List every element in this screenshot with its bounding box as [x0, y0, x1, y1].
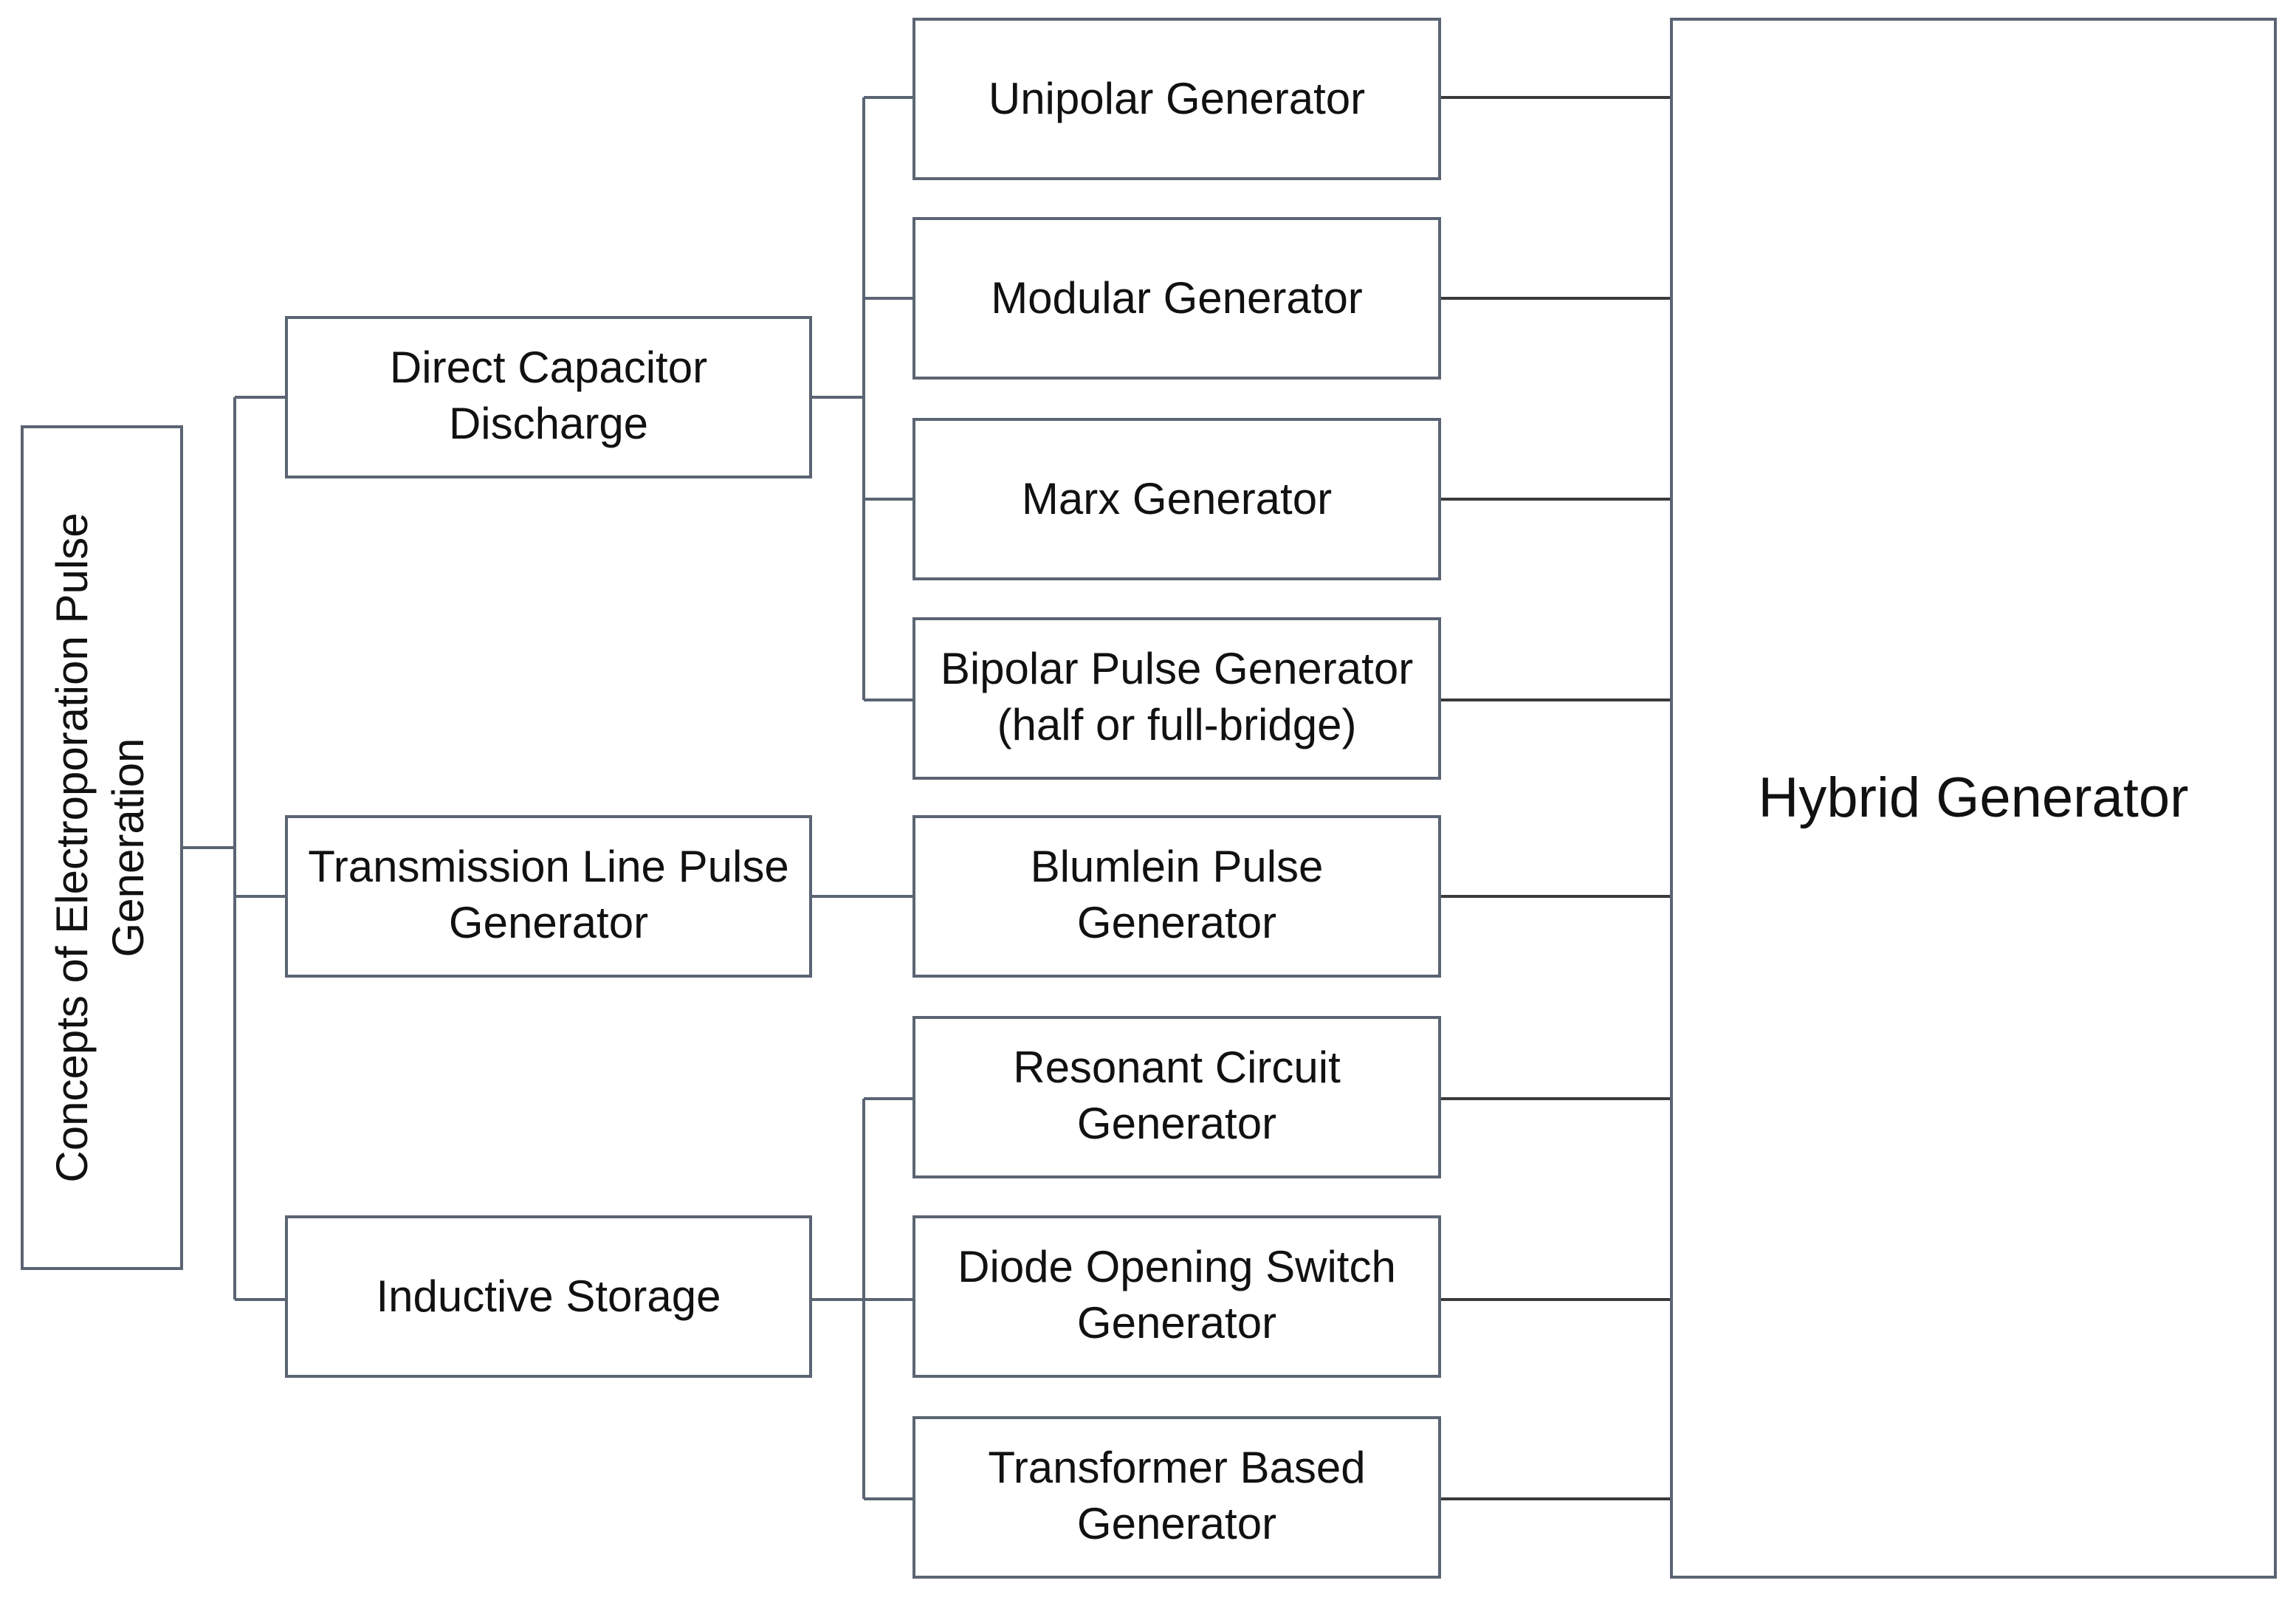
root-box	[21, 425, 183, 1270]
generator-label: Marx Generator	[1022, 474, 1332, 524]
root-label-line2: Generation	[103, 738, 153, 958]
category-label: Inductive Storage	[377, 1271, 721, 1321]
hybrid-generator-box	[1670, 18, 2277, 1579]
generator-label: Diode Opening Switch	[958, 1242, 1396, 1291]
category-label: Transmission Line Pulse	[308, 842, 788, 891]
category-label: Generator	[449, 898, 648, 947]
category-inductive-storage: Inductive Storage	[285, 1215, 812, 1378]
category-label: Discharge	[449, 399, 648, 448]
generator-label: Blumlein Pulse	[1031, 842, 1324, 891]
generator-label: Resonant Circuit	[1013, 1043, 1341, 1092]
root-label-line1: Concepts of Electroporation Pulse	[47, 512, 97, 1182]
category-nodes: Direct Capacitor Discharge Transmission …	[285, 316, 812, 1378]
root-node: Concepts of Electroporation Pulse Genera…	[21, 425, 183, 1270]
generator-marx: Marx Generator	[912, 418, 1441, 580]
connector-lines	[182, 96, 1671, 1500]
generator-label: Modular Generator	[991, 273, 1363, 323]
category-label: Direct Capacitor	[390, 343, 707, 392]
generator-label: Generator	[1077, 1499, 1276, 1548]
generator-unipolar: Unipolar Generator	[912, 18, 1441, 180]
generator-label: Bipolar Pulse Generator	[941, 644, 1413, 693]
generator-label: (half or full-bridge)	[997, 700, 1357, 749]
hybrid-generator-node: Hybrid Generator	[1670, 18, 2277, 1579]
generator-bipolar-pulse: Bipolar Pulse Generator (half or full-br…	[912, 617, 1441, 780]
generator-label: Generator	[1077, 898, 1276, 947]
generator-blumlein-pulse: Blumlein Pulse Generator	[912, 815, 1441, 978]
generator-label: Unipolar Generator	[989, 74, 1365, 123]
generator-label: Generator	[1077, 1298, 1276, 1348]
category-direct-capacitor-discharge: Direct Capacitor Discharge	[285, 316, 812, 478]
generator-diode-opening-switch: Diode Opening Switch Generator	[912, 1215, 1441, 1378]
category-transmission-line-pulse-generator: Transmission Line Pulse Generator	[285, 815, 812, 978]
generator-nodes: Unipolar Generator Modular Generator Mar…	[912, 18, 1441, 1579]
hybrid-generator-label: Hybrid Generator	[1759, 766, 2189, 829]
generator-label: Transformer Based	[988, 1443, 1365, 1492]
generator-resonant-circuit: Resonant Circuit Generator	[912, 1016, 1441, 1178]
generator-modular: Modular Generator	[912, 217, 1441, 380]
generator-label: Generator	[1077, 1099, 1276, 1148]
generator-transformer-based: Transformer Based Generator	[912, 1416, 1441, 1579]
